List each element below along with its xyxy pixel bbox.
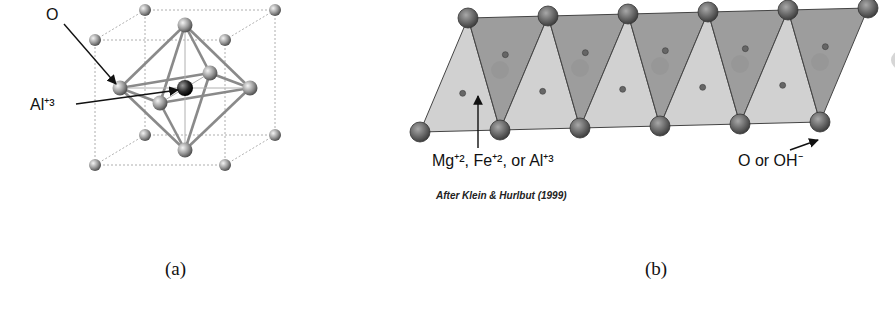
cation-label: Mg⁺², Fe⁺², or Al⁺³ <box>432 152 554 170</box>
anion-label: O or OH⁻ <box>738 152 803 170</box>
leader-lines <box>64 24 818 150</box>
atom-label: O <box>46 6 58 24</box>
octahedron-figure <box>89 4 281 171</box>
panel-caption: (a) <box>165 258 186 280</box>
octahedral-sheet <box>410 0 895 142</box>
source-credit: After Klein & Hurlbut (1999) <box>436 190 567 202</box>
panel-caption: (b) <box>645 258 667 280</box>
ion-label: Al⁺³ <box>30 96 55 114</box>
